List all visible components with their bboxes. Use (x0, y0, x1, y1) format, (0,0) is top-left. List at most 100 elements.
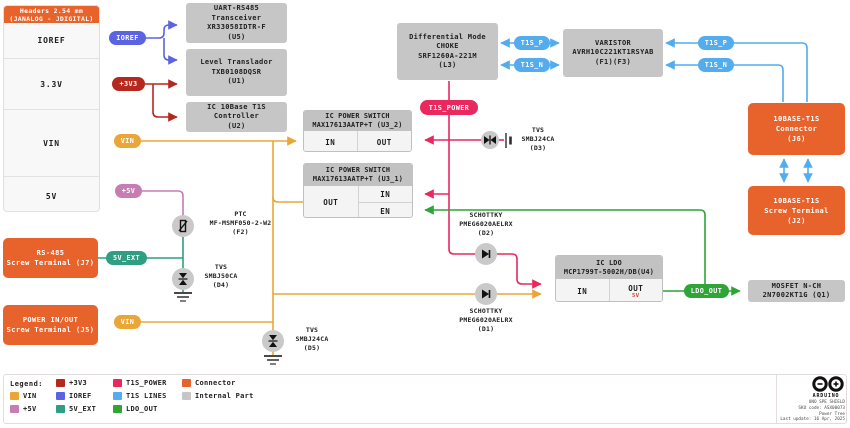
uart-line4: (U5) (227, 32, 246, 41)
pill-vin-top: VIN (114, 134, 141, 148)
legend-divider (776, 375, 777, 423)
block-level-translator: Level Translador TXB0108DQSR (U1) (186, 49, 287, 96)
footer-line-sku: SKU code: ASX00073 (798, 405, 845, 411)
j2-line3: (J2) (787, 216, 806, 225)
legend-swatch (56, 405, 65, 413)
header-row-3v3: 3.3V (4, 58, 99, 109)
u3_2-title2: MAX17613AATP+T (U3_2) (312, 121, 403, 129)
u3_1-title2: MAX17613AATP+T (U3_1) (312, 175, 404, 183)
legend-swatch (10, 405, 19, 413)
varistor-line2: AVRH10C221KT1RSYAB (572, 48, 654, 57)
u3_1-out-port: OUT (304, 186, 359, 217)
tvs-diode-icon-d4 (172, 268, 194, 290)
pill-ldo-out: LDO_OUT (684, 284, 729, 298)
t1s-ctrl-line1: IC 10Base T1S (207, 102, 266, 111)
u4-out-5v-label: 5V (631, 292, 640, 299)
block-t1s-controller: IC 10Base T1S Controller (U2) (186, 102, 287, 132)
mosfet-line1: MOSFET N-CH (771, 281, 822, 290)
u4-title2: MCP1799T-5002H/DB(U4) (563, 267, 655, 276)
j5-line2: Screw Terminal (J5) (6, 326, 95, 334)
legend-title: Legend: (10, 380, 44, 388)
u3_2-out-port: OUT (357, 131, 411, 151)
choke-line3: SRF1260A-221M (418, 51, 477, 60)
legend-swatch (113, 405, 122, 413)
choke-line1: Differential Mode (409, 32, 486, 41)
block-uart-rs485: UART-RS485 Transceiver XR33058IDTR-F (U5… (186, 3, 287, 43)
pill-ioref: IOREF (109, 31, 146, 45)
choke-line4: (L3) (438, 61, 457, 69)
legend-swatch (182, 392, 191, 400)
footer-line-title: Power Tree (819, 411, 845, 417)
uart-line1: UART-RS485 (213, 4, 260, 12)
block-j7-rs485-terminal: RS-485 Screw Terminal (J7) (3, 238, 98, 278)
legend-swatch (182, 379, 191, 387)
legend-item-internal-part: Internal Part (182, 392, 254, 400)
legend-item-5v: +5V (10, 405, 37, 413)
schottky-diode-icon-d2 (475, 243, 497, 265)
footer-info: UNO SPE SHIELD SKU code: ASX00073 Power … (776, 400, 845, 423)
choke-line2: CHOKE (436, 42, 459, 50)
legend-box: Legend: +3V3 T1S_POWER Connector VIN IOR… (3, 374, 847, 424)
pill-t1s-p-right: T1S_P (698, 36, 734, 50)
headers-box-title: Headers 2.54 mm (JANALOG - JDIGITAL) (4, 6, 99, 23)
legend-swatch (56, 392, 65, 400)
ground-symbol-d4 (174, 292, 192, 302)
pill-5v: +5V (115, 184, 142, 198)
tvs-diode-icon-d3 (481, 131, 499, 149)
j2-line2: Screw Terminal (764, 206, 829, 215)
u3_2-in-port: IN (304, 131, 358, 151)
footer-line-updated: Last update: 16 Apr, 2025 (780, 417, 845, 423)
pill-t1s-n-left: T1S_N (514, 58, 550, 72)
u4-title1: IC LDO (596, 258, 622, 267)
legend-swatch (10, 392, 19, 400)
varistor-line1: VARISTOR (594, 38, 632, 47)
u4-out-label: OUT (628, 283, 644, 293)
u3_2-title1: IC POWER SWITCH (325, 112, 390, 120)
legend-item-connector: Connector (182, 379, 236, 387)
level-line1: Level Translador (200, 58, 273, 67)
block-j2-screw-terminal: 10BASE-T1S Screw Terminal (J2) (748, 186, 845, 235)
headers-box: Headers 2.54 mm (JANALOG - JDIGITAL) IOR… (3, 5, 100, 212)
block-ldo-u4: IC LDO MCP1799T-5002H/DB(U4) IN OUT 5V (555, 255, 663, 302)
legend-item-vin: VIN (10, 392, 37, 400)
pill-5v-ext: 5V_EXT (106, 251, 147, 265)
arduino-logo-icon (810, 375, 846, 393)
block-varistor: VARISTOR AVRH10C221KT1RSYAB (F1)(F3) (563, 29, 663, 77)
j7-line1: RS-485 (36, 249, 65, 257)
u4-in-port: IN (556, 279, 610, 301)
footer-line-shield: UNO SPE SHIELD (808, 400, 845, 405)
t1s-ctrl-line3: (U2) (227, 121, 246, 130)
tvs-d3-symbol (505, 133, 512, 148)
block-power-switch-u3_2: IC POWER SWITCH MAX17613AATP+T (U3_2) IN… (303, 110, 412, 152)
ground-symbol-d5 (264, 355, 282, 365)
pill-3v3: +3V3 (112, 77, 145, 91)
legend-item-t1s-power: T1S_POWER (113, 379, 167, 387)
u3_1-en-port: EN (358, 203, 412, 217)
legend-item-5v-ext: 5V_EXT (56, 405, 96, 413)
level-line3: (U1) (227, 77, 246, 86)
u3_1-in-port: IN (358, 186, 412, 204)
pill-t1s-power: T1S_POWER (420, 100, 478, 115)
block-mosfet: MOSFET N-CH 2N7002KT1G (Q1) (748, 280, 845, 302)
level-line2: TXB0108DQSR (211, 67, 262, 76)
j2-line1: 10BASE-T1S (773, 196, 820, 205)
u4-out-port: OUT 5V (609, 279, 662, 301)
block-power-switch-u3_1: IC POWER SWITCH MAX17613AATP+T (U3_1) OU… (303, 163, 413, 218)
headers-title-line1: Headers 2.54 mm (19, 6, 84, 15)
uart-line3: XR33058IDTR-F (207, 23, 266, 31)
block-j5-power-terminal: POWER IN/OUT Screw Terminal (J5) (3, 305, 98, 345)
legend-swatch (113, 392, 122, 400)
tvs-diode-icon-d5 (262, 330, 284, 352)
legend-item-t1s-lines: T1S LINES (113, 392, 167, 400)
block-j6-connector: 10BASE-T1S Connector (J6) (748, 103, 845, 155)
legend-swatch (113, 379, 122, 387)
headers-title-line2: (JANALOG - JDIGITAL) (9, 14, 94, 23)
legend-item-3v3: +3V3 (56, 379, 87, 387)
pill-vin-bottom: VIN (114, 315, 141, 329)
schottky-diode-icon-d1 (475, 283, 497, 305)
